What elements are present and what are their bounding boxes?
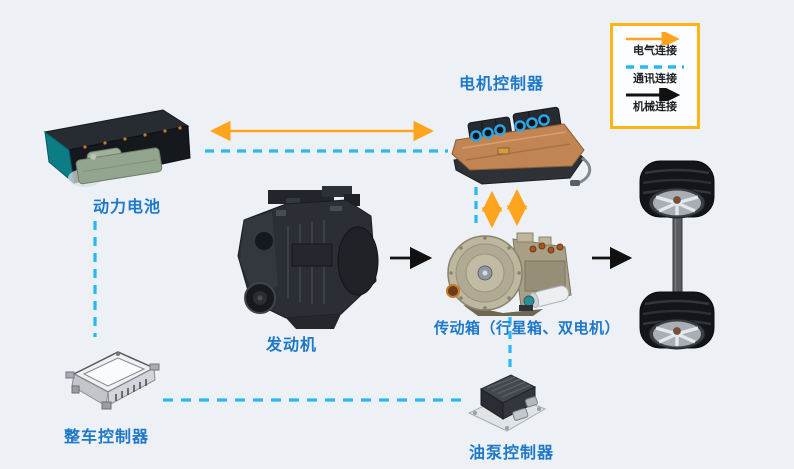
legend-item-mechanical: 机械连接 [613,88,697,114]
oil-pump-controller-component [467,367,547,447]
transmission-label: 传动箱（行星箱、双电机） [434,320,621,337]
rear-wheel [639,291,715,350]
communication-dash-icon [626,65,684,69]
transmission-component [443,221,578,321]
wheels-axle-image [639,160,715,350]
legend-label-communication: 通讯连接 [633,73,677,85]
oil-pump-controller-image [467,374,547,432]
battery-image [43,109,191,187]
electrical-arrow-icon [626,32,680,45]
motor-controller-label: 电机控制器 [459,76,545,93]
mechanical-arrow-icon [626,88,681,101]
oil-pump-controller-label: 油泵控制器 [469,445,555,462]
front-wheel [639,160,715,219]
vehicle-controller-image [65,351,160,410]
legend-label-mechanical: 机械连接 [633,101,677,113]
legend-item-communication: 通讯连接 [613,60,697,86]
engine-label: 发动机 [266,337,318,354]
vehicle-controller-label: 整车控制器 [64,429,150,446]
battery-component [33,106,193,196]
battery-label: 动力电池 [93,199,162,216]
vehicle-controller-component [58,344,163,427]
legend-box: 电气连接 通讯连接 机械连接 [610,23,700,129]
engine-component [226,186,386,336]
transmission-image [446,232,572,316]
engine-image [237,186,379,329]
wheels-component [639,159,717,360]
motor-controller-image [451,106,592,186]
legend-label-electrical: 电气连接 [633,45,677,57]
motor-controller-component [444,100,594,197]
legend-item-electrical: 电气连接 [613,32,697,58]
